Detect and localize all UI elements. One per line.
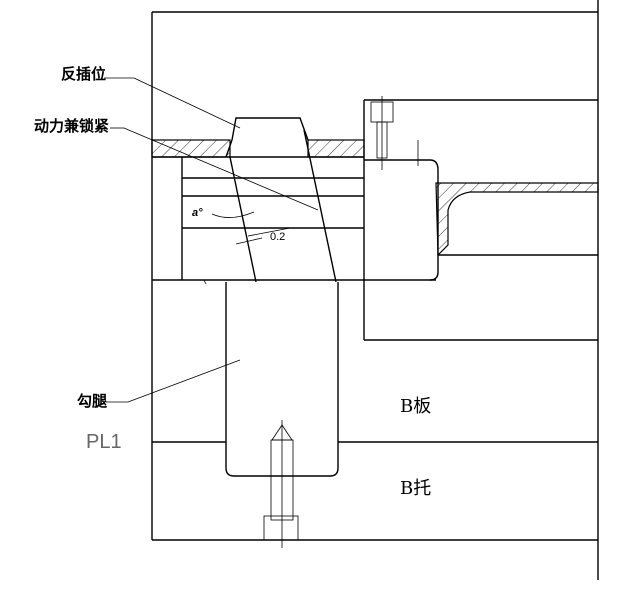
leader-lines xyxy=(104,77,319,403)
angled-lock xyxy=(203,129,337,285)
dimension-marks xyxy=(211,211,291,245)
label-b-plate: B板 xyxy=(400,396,431,417)
top-plate-hatch xyxy=(151,139,365,158)
top-bolt xyxy=(370,96,419,170)
label-clearance: 0.2 xyxy=(270,231,285,243)
label-angle: a° xyxy=(192,207,203,219)
top-right-plate xyxy=(363,99,598,341)
cavity-hatch xyxy=(435,182,599,257)
bottom-bolt xyxy=(263,420,299,548)
slider-block xyxy=(152,156,439,281)
hook-leg xyxy=(152,282,598,477)
label-reverse-insert: 反插位 xyxy=(61,65,106,83)
label-parting-line: PL1 xyxy=(86,431,122,453)
label-b-support: B托 xyxy=(400,478,431,499)
reverse-insert-block xyxy=(225,117,309,158)
outer-frame xyxy=(151,0,599,580)
label-power-lock: 动力兼锁紧 xyxy=(34,117,109,135)
label-hook-leg: 勾腿 xyxy=(77,392,107,410)
